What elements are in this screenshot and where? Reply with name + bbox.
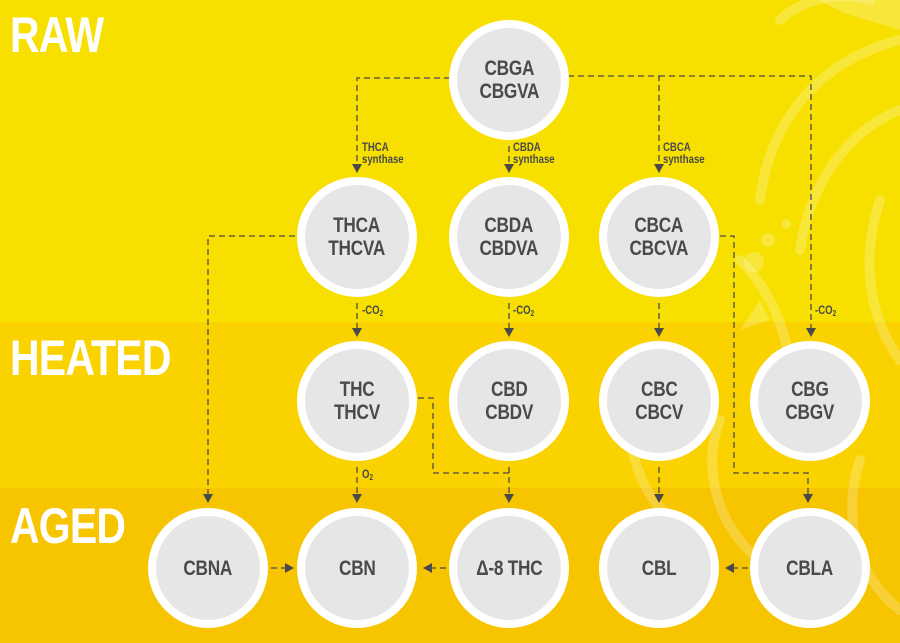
cbca-synthase-line2: synthase [663,152,705,166]
thca-synthase-line2: synthase [362,152,404,166]
node-label: CBLA [786,556,834,580]
node-cbn: CBN [297,508,417,628]
thca-synthase-label: THCA synthase [362,141,404,165]
raw-band [0,0,900,322]
node-label: THC [339,378,375,401]
node-label: CBCVA [629,237,689,260]
node-cbda: CBDA CBDVA [449,177,569,297]
node-label: THCVA [328,237,386,260]
decarb-subscript: 2 [530,309,535,318]
decarb-text: -CO [815,303,833,317]
node-cbd: CBD CBDV [449,341,569,461]
cbca-synthase-line1: CBCA [663,140,691,154]
oxidation-subscript: 2 [369,473,374,482]
node-cbla: CBLA [750,508,870,628]
node-cbga: CBGA CBGVA [449,20,569,140]
decarb-subscript: 2 [832,309,837,318]
cbda-synthase-line2: synthase [513,152,555,166]
node-cbc: CBC CBCV [599,341,719,461]
cbda-synthase-label: CBDA synthase [513,141,555,165]
node-label: THCA [333,214,381,237]
oxidation-label: O2 [362,468,373,484]
decarb-text: -CO [362,303,380,317]
node-label: THCV [334,401,380,424]
node-label: CBG [791,378,829,401]
node-thc: THC THCV [297,341,417,461]
decarb-subscript: 2 [379,309,384,318]
node-label: CBD [490,378,528,401]
node-label: CBGA [484,57,534,80]
node-cbl: CBL [599,508,719,628]
node-label: CBDVA [479,237,539,260]
node-label: CBCA [634,214,684,237]
node-label: CBCV [635,401,683,424]
node-label: CBGVA [479,80,539,103]
node-label: Δ-8 THC [475,556,543,580]
cbg-decarb-label: -CO2 [815,304,836,320]
thca-synthase-line1: THCA [362,140,389,154]
cbd-decarb-label: -CO2 [513,304,534,320]
node-cbg: CBG CBGV [750,341,870,461]
cbda-synthase-line1: CBDA [513,140,541,154]
node-label: CBGV [785,401,835,424]
oxidation-text: O [362,467,370,481]
cbca-synthase-label: CBCA synthase [663,141,705,165]
decarb-text: -CO [513,303,531,317]
node-delta8-thc: Δ-8 THC [449,508,569,628]
aged-label: AGED [10,498,126,554]
node-label: CBNA [183,556,233,580]
node-label: CBL [641,556,677,580]
node-label: CBDV [485,401,533,424]
node-cbca: CBCA CBCVA [599,177,719,297]
node-label: CBDA [484,214,534,237]
node-thca: THCA THCVA [297,177,417,297]
heated-label: HEATED [10,330,171,386]
node-label: CBC [640,378,678,401]
thc-decarb-label: -CO2 [362,304,383,320]
raw-label: RAW [10,7,104,63]
node-label: CBN [338,556,376,580]
node-cbna: CBNA [148,508,268,628]
